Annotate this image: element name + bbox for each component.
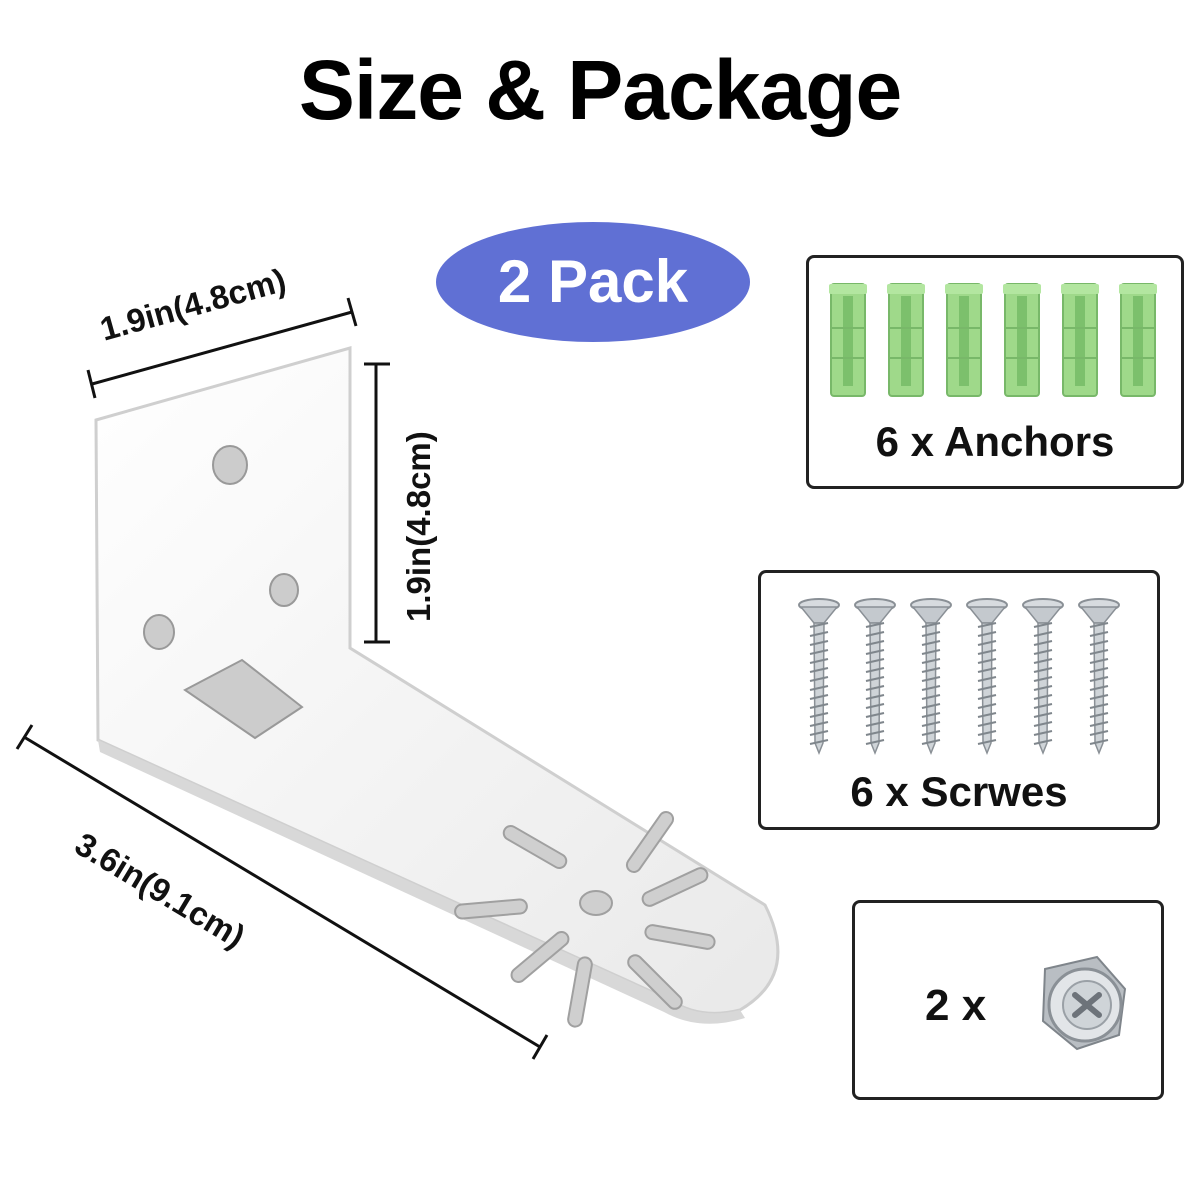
- bolts-label: 2 x: [925, 981, 987, 1030]
- screw-icon: [1022, 598, 1064, 756]
- screws-row: [798, 598, 1120, 756]
- anchors-row: [829, 283, 1157, 397]
- anchor-icon: [1119, 283, 1157, 397]
- screws-label: 6 x Scrwes: [850, 768, 1068, 815]
- screw-icon: [854, 598, 896, 756]
- pack-badge: 2 Pack: [436, 222, 750, 342]
- anchors-box: 6 x Anchors: [806, 255, 1184, 489]
- bracket-body: [94, 346, 780, 1028]
- anchor-icon: [829, 283, 867, 397]
- screw-icon: [1078, 598, 1120, 756]
- anchor-icon: [945, 283, 983, 397]
- anchor-icon: [1003, 283, 1041, 397]
- page-title: Size & Package: [298, 43, 902, 137]
- bolts-box: 2 x: [852, 900, 1164, 1100]
- anchor-icon: [1061, 283, 1099, 397]
- anchor-icon: [887, 283, 925, 397]
- height-label: 1.9in(4.8cm): [400, 431, 437, 622]
- dimension-lines: [15, 297, 549, 1060]
- bolt-icon: [1041, 955, 1127, 1051]
- screw-icon: [966, 598, 1008, 756]
- anchors-label: 6 x Anchors: [875, 418, 1115, 465]
- screw-icon: [798, 598, 840, 756]
- screws-box: 6 x Scrwes: [758, 570, 1160, 830]
- screw-icon: [910, 598, 952, 756]
